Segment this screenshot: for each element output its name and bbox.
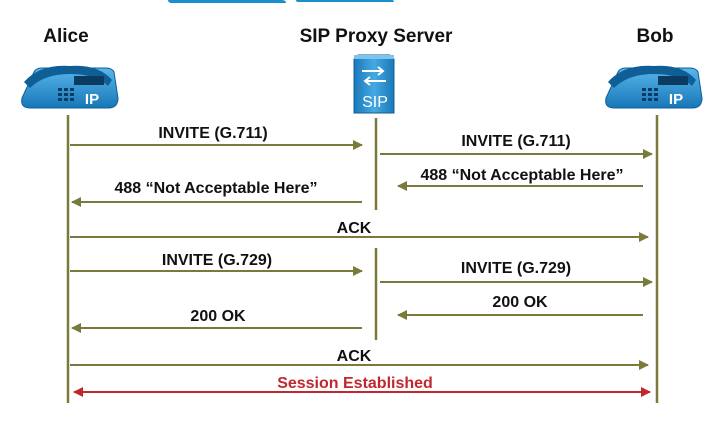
message-label: 488 “Not Acceptable Here” <box>420 167 623 184</box>
svg-text:SIP: SIP <box>362 94 388 111</box>
sip-proxy-server-icon: SIP <box>353 54 395 114</box>
message-label: 200 OK <box>492 294 548 311</box>
message-label: INVITE (G.729) <box>162 252 272 269</box>
message-label: 488 “Not Acceptable Here” <box>114 180 317 197</box>
title-bar-fragment <box>296 0 394 2</box>
message-label: INVITE (G.711) <box>158 125 267 142</box>
message-label: ACK <box>337 348 372 365</box>
ip-phone-icon: IP <box>605 65 703 109</box>
title-bar-fragment <box>168 0 286 3</box>
message-label: INVITE (G.729) <box>461 260 571 277</box>
message-label: INVITE (G.711) <box>461 133 570 150</box>
message-label: ACK <box>337 220 372 237</box>
participant-label-alice: Alice <box>43 26 88 47</box>
svg-text:IP: IP <box>85 91 99 108</box>
ip-phone-icon: IP <box>21 65 119 109</box>
message-label: 200 OK <box>190 308 246 325</box>
session-label: Session Established <box>277 375 433 392</box>
participant-label-proxy: SIP Proxy Server <box>300 26 453 47</box>
svg-text:IP: IP <box>669 91 683 108</box>
participant-label-bob: Bob <box>637 26 674 47</box>
